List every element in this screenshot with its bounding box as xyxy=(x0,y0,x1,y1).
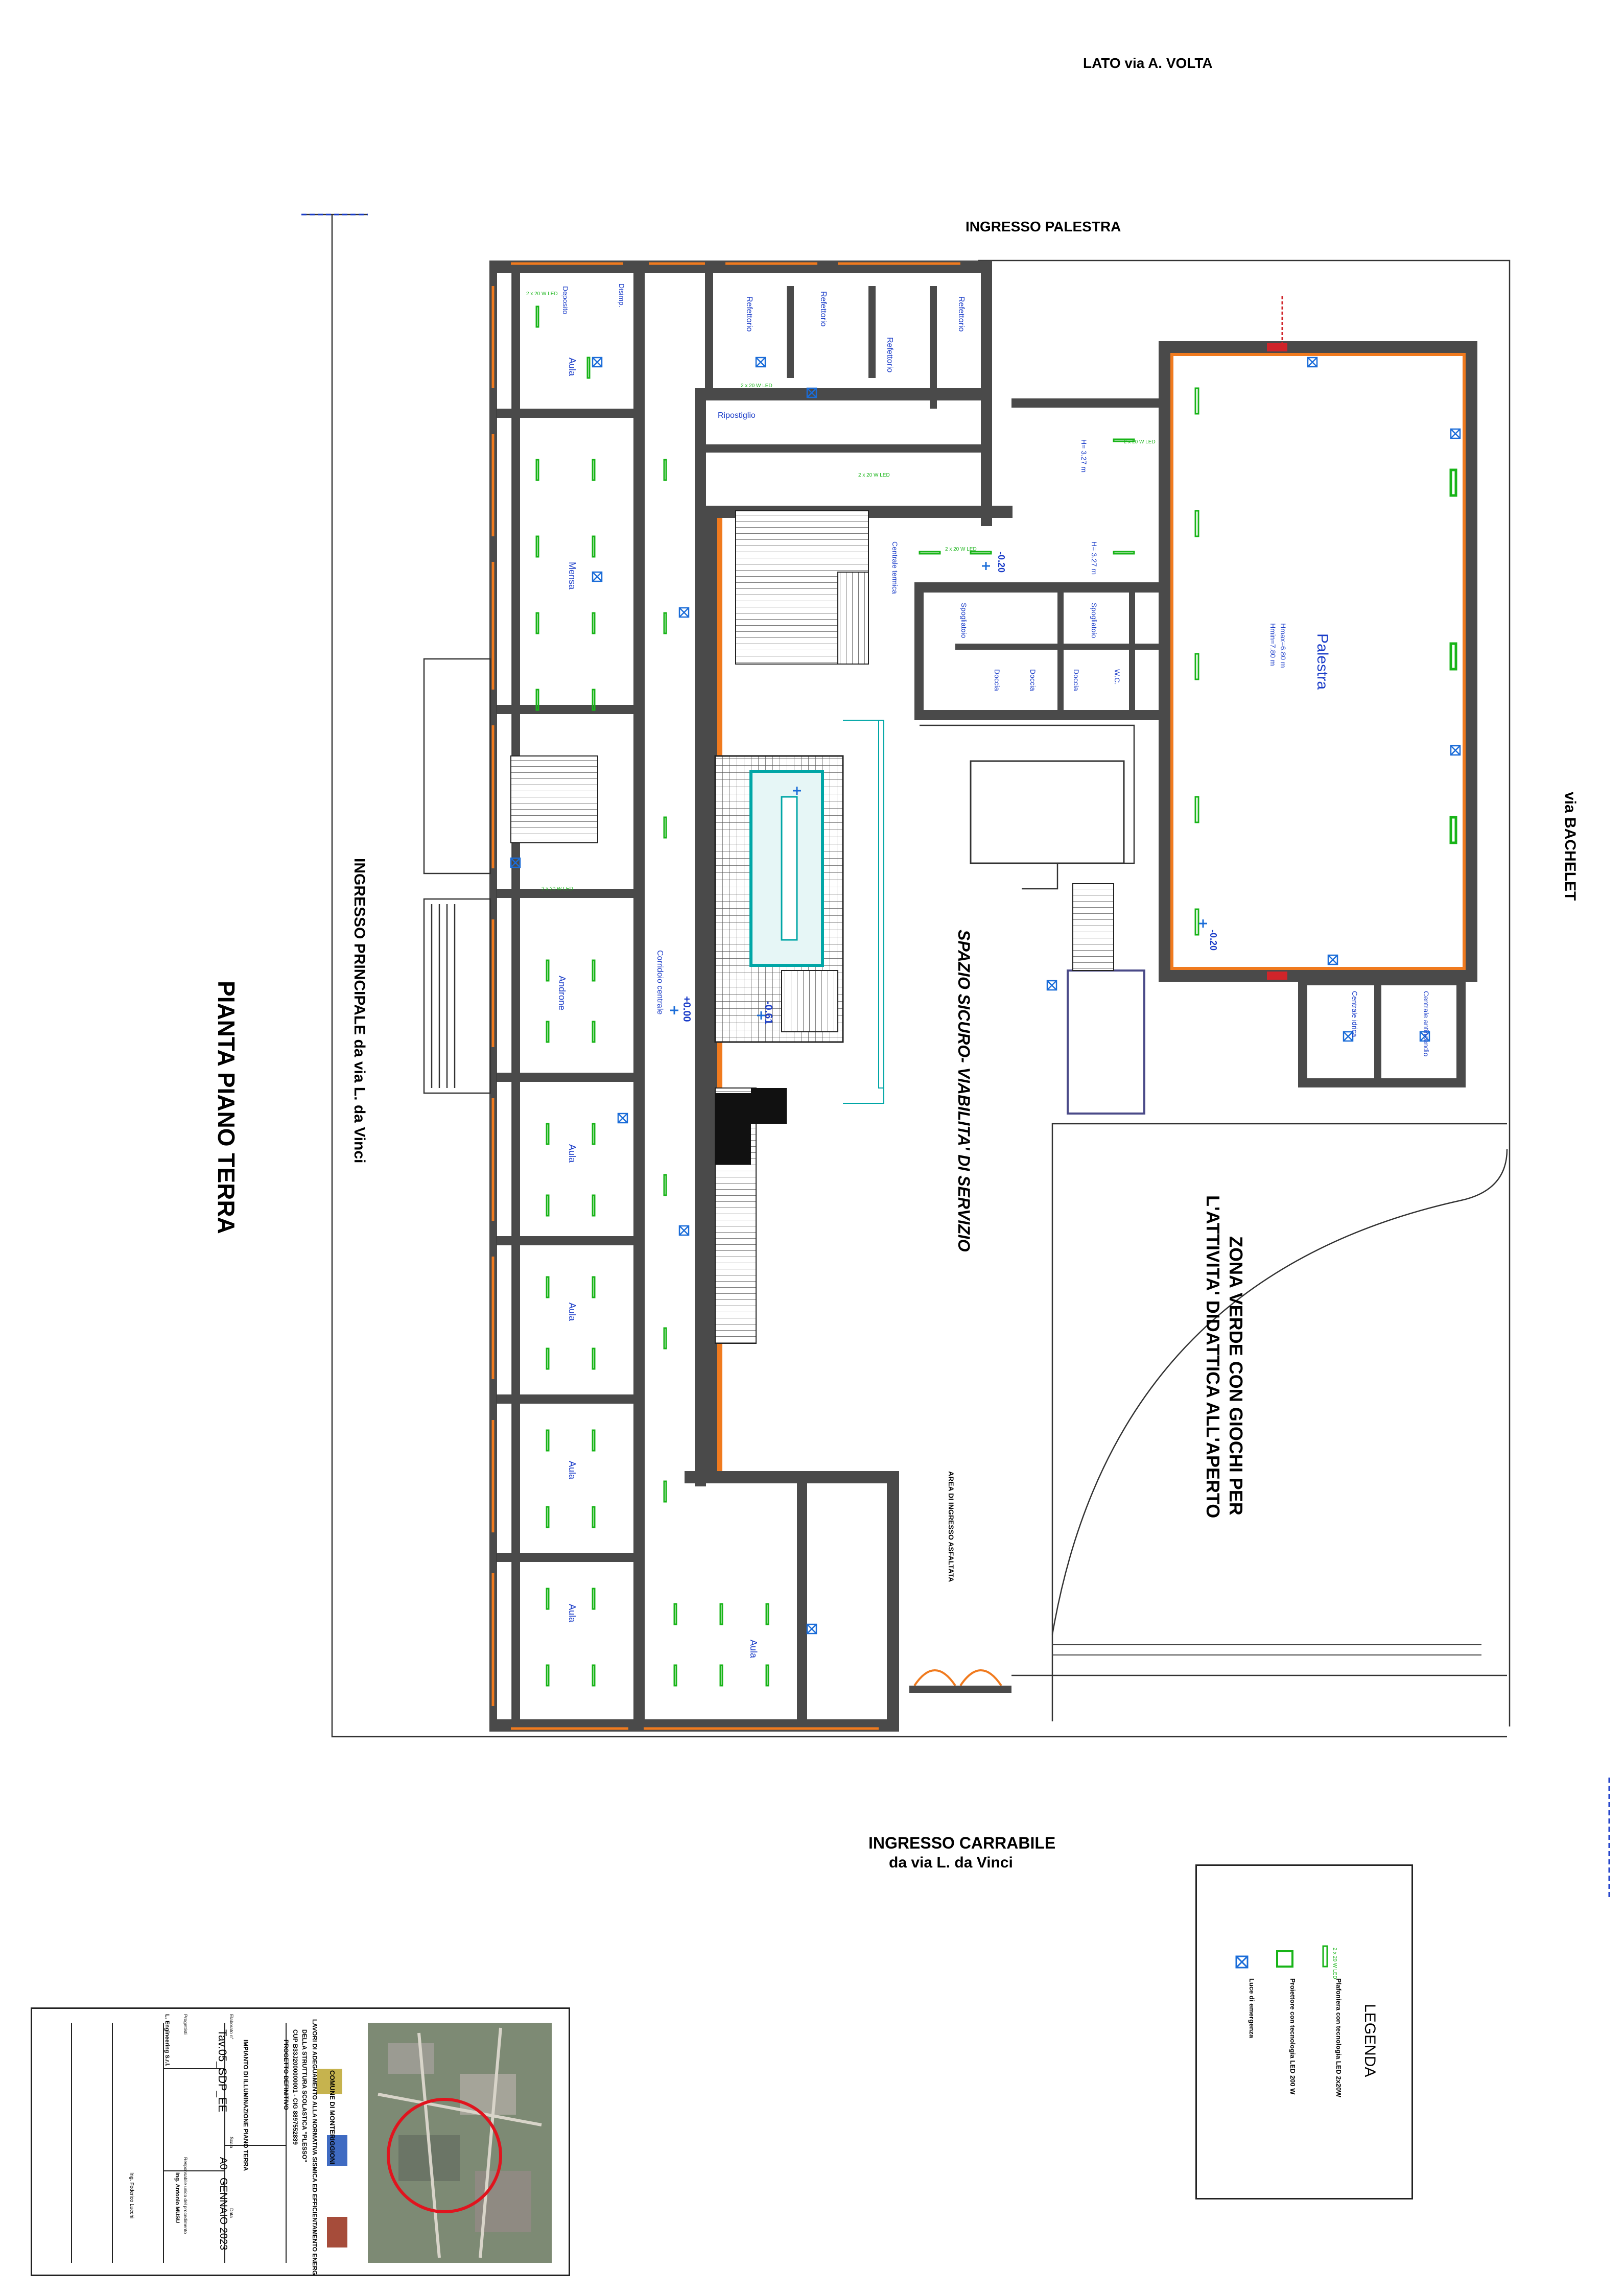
central-stair-block xyxy=(510,510,884,1344)
room-palestra: Palestra xyxy=(1314,633,1331,690)
field-rectangle xyxy=(970,760,1125,864)
room-spogliatoio-1: Spogliatoio xyxy=(960,603,968,638)
room-disimpegno: Disimp. xyxy=(618,283,626,307)
gym-entrance-label: INGRESSO PALESTRA xyxy=(966,219,1121,234)
technical-rooms xyxy=(1298,976,1466,1087)
rup-name: Ing. Antonio MUSU xyxy=(174,2172,180,2223)
gym-building xyxy=(1159,341,1477,982)
project-phase: PROGETTO DEFINITIVO xyxy=(283,2040,290,2110)
room-aula-6: Aula xyxy=(748,1640,759,1659)
project-line-3: CUP B33J2000000001 - CIG 8897552839 xyxy=(292,2029,299,2145)
palestra-height-2: Hmin=7.80 m xyxy=(1269,623,1277,666)
asphalt-label: AREA DI INGRESSO ASFALTATA xyxy=(947,1471,955,1582)
green-zone-label-2: L'ATTIVITA' DIDATTICA ALL'APERTO xyxy=(1203,1195,1223,1519)
room-corridoio: Corridoio centrale xyxy=(655,950,664,1015)
level-quota-4: -0.20 xyxy=(1208,930,1218,951)
vehicle-entrance-sub: da via L. da Vinci xyxy=(889,1854,1013,1871)
level-markers xyxy=(670,562,1207,1020)
level-quota-2: +0.00 xyxy=(681,996,692,1022)
legend-box: LEGENDA 2 x 20 W LED Plafoniera con tecn… xyxy=(1195,1864,1413,2199)
main-entrance-label: INGRESSO PRINCIPALE da via L. da Vinci xyxy=(351,858,368,1164)
vehicle-entrance-label: INGRESSO CARRABILE xyxy=(868,1834,1056,1852)
fixture-tag: 2 x 20 W LED xyxy=(526,291,558,297)
fixture-tag: 2 x 20 W LED xyxy=(741,383,772,389)
south-gate xyxy=(913,1669,1002,1687)
legend-item-led: Plafoniera con tecnologia LED 2x20W xyxy=(1335,1978,1343,2097)
ramp-right xyxy=(1067,969,1145,1115)
plan-title: PIANTA PIANO TERRA xyxy=(213,981,240,1234)
room-doccia-2: Doccia xyxy=(1029,669,1037,691)
fixture-tag: 2 x 20 W LED xyxy=(542,886,573,892)
room-aula-5: Aula xyxy=(567,1604,577,1623)
room-androne: Androne xyxy=(557,976,567,1011)
project-line-1: LAVORI DI ADEGUAMENTO ALLA NORMATIVA SIS… xyxy=(311,2019,318,2276)
green-zone-curve xyxy=(1051,1149,1508,1635)
room-refettorio-2: Refettorio xyxy=(819,291,828,327)
designer-label: Progettisti xyxy=(183,2014,188,2035)
legend-title: LEGENDA xyxy=(1361,2004,1378,2077)
right-street-label: via BACHELET xyxy=(1562,792,1579,901)
room-refettorio-1: Refettorio xyxy=(745,296,754,332)
room-wc: W.C. xyxy=(1113,669,1121,685)
firm-name: L. Engineering S.r.l. xyxy=(164,2014,170,2067)
fixture-tag: 2 x 20 W LED xyxy=(1124,439,1156,445)
municipality-name: COMUNE DI MONTERIGGIONI xyxy=(328,2070,336,2165)
room-refettorio-3: Refettorio xyxy=(885,337,894,373)
scale-label: Scala xyxy=(229,2137,234,2148)
entrance-portico xyxy=(423,658,491,1094)
room-aula-1: Aula xyxy=(567,358,577,376)
room-centrale-idrica: Centrale idrica xyxy=(1351,991,1359,1037)
fixture-tag: 2 x 20 W LED xyxy=(858,472,890,478)
emergency-lights xyxy=(510,357,1461,1635)
room-centrale-termica: Centrale termica xyxy=(891,541,899,594)
scale-value: A0 xyxy=(218,2157,229,2170)
palestra-height-1: Hmax=6.80 m xyxy=(1279,623,1287,668)
legend-item-projector: Proiettore con tecnologia LED 200 W xyxy=(1289,1978,1297,2095)
title-block-graphics xyxy=(71,2023,552,2263)
date-label: Data xyxy=(229,2208,234,2218)
led-fixtures xyxy=(535,305,1457,1687)
room-aula-4: Aula xyxy=(567,1461,577,1480)
room-deposito-1: Deposito xyxy=(561,286,570,315)
room-mensa: Mensa xyxy=(567,562,577,590)
room-aula-2: Aula xyxy=(567,1144,577,1163)
room-centrale-antincendio: Centrale antincendio xyxy=(1422,991,1430,1057)
room-doccia-1: Doccia xyxy=(993,669,1001,691)
room-height-1: H= 3.27 m xyxy=(1080,439,1088,472)
doc-code-label: Elaborato n° xyxy=(229,2014,234,2040)
main-building xyxy=(489,261,1170,1732)
doc-code: Tav.05_SDP_EE xyxy=(216,2029,229,2113)
safe-space-label: SPAZIO SICURO- VIABILITA' DI SERVIZIO xyxy=(955,930,973,1252)
room-aula-3: Aula xyxy=(567,1303,577,1321)
green-zone-label-1: ZONA VERDE CON GIOCHI PER xyxy=(1226,1236,1246,1516)
document-title: IMPIANTO DI ILLUMINAZIONE PIANO TERRA xyxy=(242,2040,249,2171)
top-side-label: LATO via A. VOLTA xyxy=(1083,55,1213,71)
fixture-tag: 2 x 20 W LED xyxy=(945,547,977,552)
room-refettorio-4: Refettorio xyxy=(957,296,966,332)
rup-label: Responsabile unico del procedimento xyxy=(183,2157,188,2234)
designer-signature: Ing. Federico Lucchi xyxy=(129,2172,134,2219)
legend-symbols xyxy=(1235,1945,1328,1969)
room-doccia-3: Doccia xyxy=(1072,669,1080,691)
room-height-2: H= 3.27 m xyxy=(1090,541,1098,575)
level-quota-3: -0.20 xyxy=(996,552,1006,573)
legend-item-emergency: Luce di emergenza xyxy=(1248,1978,1256,2039)
project-line-2: DELLA STRUTTURA SCOLASTICA "PLESSO" xyxy=(301,2029,308,2163)
legend-item-led-tag: 2 x 20 W LED xyxy=(1332,1948,1337,1979)
room-ripostiglio: Ripostiglio xyxy=(718,411,756,420)
date-value: GENNAIO 2023 xyxy=(218,2178,229,2251)
title-block: COMUNE DI MONTERIGGIONI LAVORI DI ADEGUA… xyxy=(31,2007,570,2276)
level-quota-1: -0.61 xyxy=(763,1001,774,1025)
room-spogliatoio-2: Spogliatoio xyxy=(1090,603,1098,638)
site-location-circle xyxy=(387,2098,502,2213)
site-boundary xyxy=(301,214,1511,1738)
